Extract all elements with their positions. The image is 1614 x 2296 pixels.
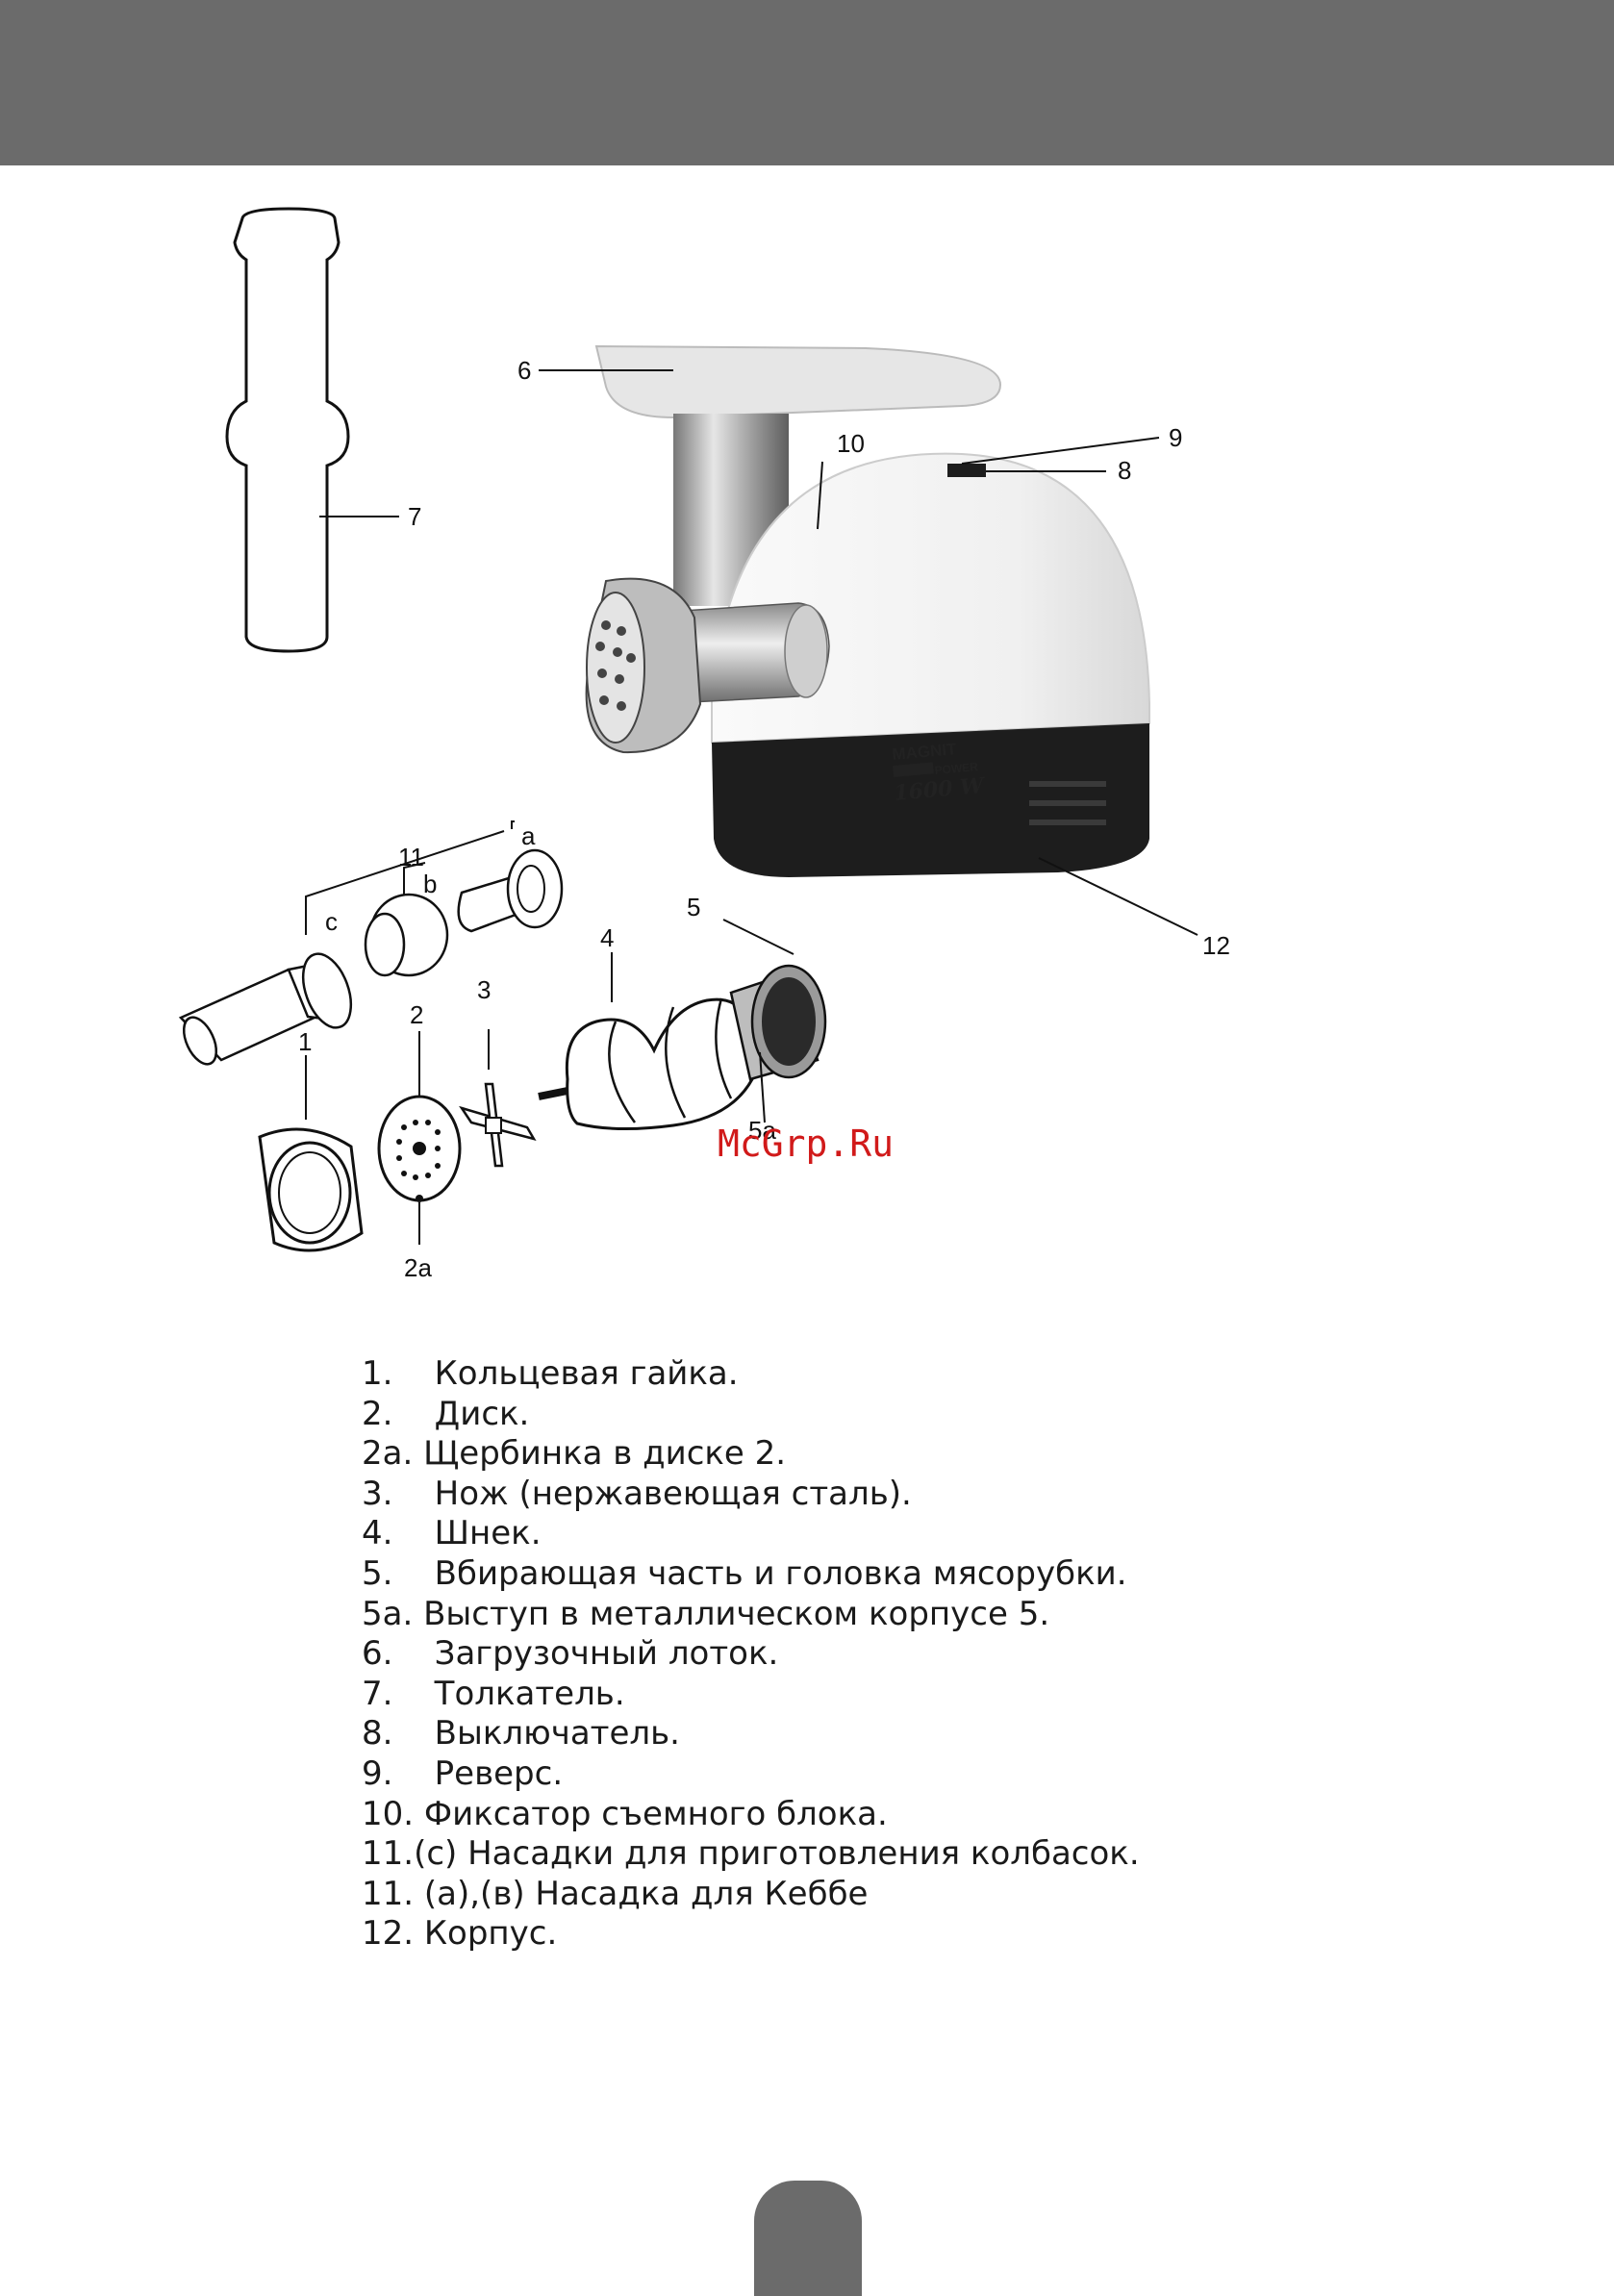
- list-item: 5. Вбирающая часть и головка мясорубки.: [362, 1553, 1127, 1593]
- label-a: a: [521, 821, 536, 850]
- label-2: 2: [410, 1000, 423, 1029]
- label-7: 7: [408, 502, 421, 531]
- label-5: 5: [687, 893, 700, 921]
- pusher: [225, 207, 399, 653]
- page-number-tab: [754, 2181, 862, 2296]
- parts-list: 1. Кольцевая гайка. 2. Диск. 2a. Щербинк…: [362, 1354, 1516, 1955]
- label-3: 3: [477, 975, 491, 1004]
- list-item: 2. Диск.: [362, 1394, 530, 1433]
- label-4: 4: [600, 923, 614, 952]
- sausage-nozzle: [178, 952, 353, 1066]
- auger: [538, 952, 754, 1131]
- header-bar: [0, 0, 1614, 165]
- list-item: 7. Толкатель.: [362, 1674, 625, 1713]
- label-12: 12: [1202, 931, 1230, 960]
- label-8: 8: [1118, 456, 1131, 485]
- label-2a: 2a: [404, 1253, 432, 1282]
- kebbe-nozzle-a: [457, 848, 564, 933]
- list-item: 6. Загрузочный лоток.: [362, 1634, 779, 1674]
- brand-sub: POWER: [934, 760, 979, 777]
- label-b: b: [423, 870, 437, 898]
- list-item: 11. (a),(в) Насадка для Кеббе: [362, 1874, 869, 1913]
- assembled-ring-nut: [585, 577, 702, 754]
- list-item: 10. Фиксатор съемного блока.: [362, 1794, 888, 1833]
- label-1: 1: [298, 1027, 312, 1056]
- label-9: 9: [1169, 423, 1182, 452]
- label-10: 10: [837, 429, 865, 458]
- list-item: 4. Шнек.: [362, 1514, 542, 1553]
- ring-nut: [258, 1055, 364, 1252]
- meat-grinder-diagram: MAGNIT POWER 1600 W: [0, 165, 1614, 1320]
- grinding-disc: [377, 1031, 462, 1245]
- list-item: 1. Кольцевая гайка.: [362, 1354, 739, 1393]
- feeding-tray: [539, 344, 1002, 419]
- label-c: c: [325, 907, 338, 936]
- label-6: 6: [517, 356, 531, 385]
- list-item: 3. Нож (нержавеющая сталь).: [362, 1474, 912, 1513]
- label-11: 11: [398, 843, 424, 871]
- list-item: 9. Реверс.: [362, 1754, 564, 1793]
- list-item: 5a. Выступ в металлическом корпусе 5.: [362, 1594, 1050, 1633]
- kebbe-ring-b: [364, 893, 449, 977]
- knife: [459, 1029, 537, 1168]
- list-item: 8. Выключатель.: [362, 1714, 680, 1754]
- list-item: 2a. Щербинка в диске 2.: [362, 1434, 787, 1474]
- list-item: 11.(c) Насадки для приготовления колбасо…: [362, 1834, 1140, 1874]
- label-5a: 5a: [748, 1116, 776, 1145]
- list-item: 12. Корпус.: [362, 1914, 558, 1954]
- watermark: McGrp.Ru: [718, 1123, 894, 1165]
- grinder-head-part: [722, 919, 827, 1123]
